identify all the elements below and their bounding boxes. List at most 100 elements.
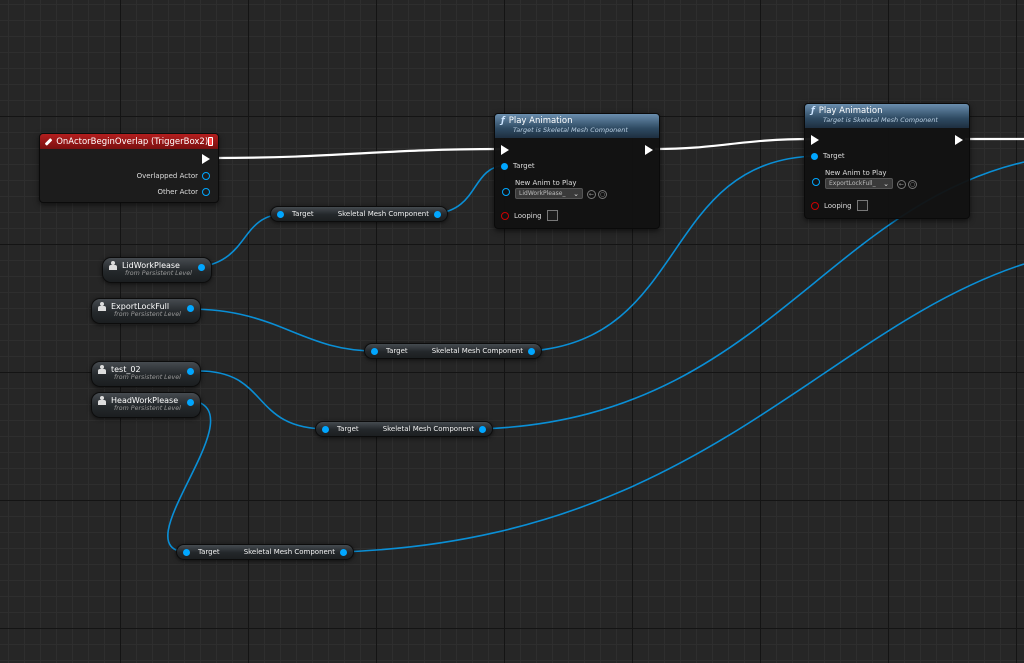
skeletal-mesh-getter-3[interactable]: Target Skeletal Mesh Component bbox=[315, 421, 493, 437]
play-animation-1-looping-label: Looping bbox=[514, 211, 542, 220]
actor-ref-3-name: test_02 bbox=[111, 365, 141, 374]
actor-ref-1-name: LidWorkPlease bbox=[122, 261, 180, 270]
play-animation-1-exec-out-pin[interactable] bbox=[645, 145, 653, 155]
skeletal-mesh-getter-1[interactable]: Target Skeletal Mesh Component bbox=[270, 206, 448, 222]
skeletal-mesh-getter-4[interactable]: Target Skeletal Mesh Component bbox=[176, 544, 354, 560]
getter-1-target-label: Target bbox=[292, 210, 314, 218]
play-animation-1-anim-value: LidWorkPlease_ bbox=[519, 190, 566, 197]
event-exec-out-pin[interactable] bbox=[202, 154, 210, 164]
getter-3-target-pin[interactable] bbox=[322, 425, 329, 433]
getter-2-component-label: Skeletal Mesh Component bbox=[431, 347, 523, 355]
object-wire-lid-to-getter1[interactable] bbox=[199, 213, 285, 268]
event-title: OnActorBeginOverlap (TriggerBox2) bbox=[56, 136, 209, 147]
event-node-on-actor-begin-overlap[interactable]: OnActorBeginOverlap (TriggerBox2) Overla… bbox=[39, 133, 219, 203]
actor-icon bbox=[98, 302, 106, 311]
actor-icon bbox=[98, 365, 106, 374]
object-wire-getter2-to-play2[interactable] bbox=[529, 155, 817, 352]
getter-4-target-label: Target bbox=[198, 548, 220, 556]
play-animation-2-subtitle: Target is Skeletal Mesh Component bbox=[823, 116, 938, 124]
play-animation-2-looping-row[interactable]: Looping bbox=[811, 200, 868, 211]
chevron-down-icon: ⌄ bbox=[883, 179, 889, 188]
play-animation-2-looping-label: Looping bbox=[824, 201, 852, 210]
getter-2-target-pin[interactable] bbox=[371, 347, 378, 355]
object-wire-head-to-getter4[interactable] bbox=[167, 401, 212, 553]
actor-ref-2-sub: from Persistent Level bbox=[114, 311, 181, 318]
use-selected-asset-icon[interactable]: ← bbox=[897, 180, 906, 189]
skeletal-mesh-getter-2[interactable]: Target Skeletal Mesh Component bbox=[364, 343, 542, 359]
play-animation-1-new-anim-pin[interactable] bbox=[502, 188, 510, 196]
actor-ref-2-output-pin[interactable] bbox=[187, 305, 194, 312]
other-actor-pin[interactable] bbox=[202, 188, 210, 196]
getter-3-target-label: Target bbox=[337, 425, 359, 433]
browse-asset-icon[interactable]: ○ bbox=[598, 190, 607, 199]
actor-ref-3-output-pin[interactable] bbox=[187, 368, 194, 375]
exec-wire-event-to-play1[interactable] bbox=[212, 147, 501, 160]
function-icon: ƒ bbox=[501, 116, 505, 126]
actor-ref-1-sub: from Persistent Level bbox=[125, 270, 192, 277]
play-animation-2-anim-dropdown[interactable]: ExportLockFull_ ⌄ bbox=[825, 178, 893, 189]
use-selected-asset-icon[interactable]: ← bbox=[587, 190, 596, 199]
getter-1-output-pin[interactable] bbox=[434, 210, 441, 218]
actor-icon bbox=[98, 396, 106, 405]
event-header[interactable]: OnActorBeginOverlap (TriggerBox2) bbox=[40, 134, 218, 149]
getter-4-output-pin[interactable] bbox=[340, 548, 347, 556]
play-animation-1-title: Play Animation bbox=[508, 116, 573, 126]
actor-icon bbox=[109, 261, 117, 270]
actor-ref-4-output-pin[interactable] bbox=[187, 399, 194, 406]
getter-3-output-pin[interactable] bbox=[479, 425, 486, 433]
overlapped-actor-pin[interactable] bbox=[202, 172, 210, 180]
play-animation-2-looping-pin[interactable] bbox=[811, 201, 819, 210]
play-animation-1-target-label: Target bbox=[513, 162, 535, 170]
getter-4-component-label: Skeletal Mesh Component bbox=[243, 548, 335, 556]
event-diamond-icon bbox=[44, 137, 53, 146]
actor-ref-head-work-please[interactable]: HeadWorkPlease from Persistent Level bbox=[91, 392, 201, 418]
getter-1-target-pin[interactable] bbox=[277, 210, 284, 218]
play-animation-2-exec-out-pin[interactable] bbox=[955, 135, 963, 145]
object-wire-export-to-getter2[interactable] bbox=[188, 308, 377, 352]
actor-ref-4-name: HeadWorkPlease bbox=[111, 396, 179, 405]
actor-ref-test-02[interactable]: test_02 from Persistent Level bbox=[91, 361, 201, 387]
object-wire-getter4-out[interactable] bbox=[339, 263, 1024, 553]
play-animation-2-target-label: Target bbox=[823, 152, 845, 160]
other-actor-pin-row[interactable]: Other Actor bbox=[157, 188, 210, 196]
actor-ref-export-lock-full[interactable]: ExportLockFull from Persistent Level bbox=[91, 298, 201, 324]
browse-asset-icon[interactable]: ○ bbox=[908, 180, 917, 189]
play-animation-2-anim-value: ExportLockFull_ bbox=[829, 180, 876, 187]
function-icon: ƒ bbox=[811, 106, 815, 116]
overlapped-actor-label: Overlapped Actor bbox=[136, 172, 198, 180]
other-actor-label: Other Actor bbox=[157, 188, 198, 196]
getter-4-target-pin[interactable] bbox=[183, 548, 190, 556]
play-animation-1-target-pin[interactable] bbox=[501, 162, 508, 170]
play-animation-1-new-anim-label: New Anim to Play bbox=[515, 179, 577, 187]
actor-ref-2-name: ExportLockFull bbox=[111, 302, 170, 311]
event-close-icon[interactable] bbox=[208, 137, 213, 146]
getter-2-output-pin[interactable] bbox=[528, 347, 535, 355]
play-animation-2-exec-in-pin[interactable] bbox=[811, 135, 819, 145]
play-animation-1-looping-pin[interactable] bbox=[501, 211, 509, 220]
play-animation-1-target-row[interactable]: Target bbox=[501, 162, 535, 170]
object-wire-test02-to-getter3[interactable] bbox=[198, 370, 328, 430]
play-animation-2-title: Play Animation bbox=[818, 106, 883, 116]
exec-wire-play1-to-play2[interactable] bbox=[654, 137, 813, 151]
actor-ref-lid-work-please[interactable]: LidWorkPlease from Persistent Level bbox=[102, 257, 212, 283]
play-animation-2-looping-checkbox[interactable] bbox=[856, 200, 868, 211]
play-animation-2-target-pin[interactable] bbox=[811, 152, 818, 160]
getter-2-target-label: Target bbox=[386, 347, 408, 355]
play-animation-1-exec-in-pin[interactable] bbox=[501, 145, 509, 155]
play-animation-1-anim-dropdown[interactable]: LidWorkPlease_ ⌄ bbox=[515, 188, 583, 199]
actor-ref-1-output-pin[interactable] bbox=[198, 264, 205, 271]
play-animation-1-looping-checkbox[interactable] bbox=[546, 210, 558, 221]
chevron-down-icon: ⌄ bbox=[573, 189, 579, 198]
getter-1-component-label: Skeletal Mesh Component bbox=[337, 210, 429, 218]
play-animation-1-looping-row[interactable]: Looping bbox=[501, 210, 558, 221]
overlapped-actor-pin-row[interactable]: Overlapped Actor bbox=[137, 172, 210, 180]
getter-3-component-label: Skeletal Mesh Component bbox=[382, 425, 474, 433]
play-animation-2-new-anim-pin[interactable] bbox=[812, 178, 820, 186]
play-animation-2-new-anim-label: New Anim to Play bbox=[825, 169, 887, 177]
play-animation-2-target-row[interactable]: Target bbox=[811, 152, 845, 160]
